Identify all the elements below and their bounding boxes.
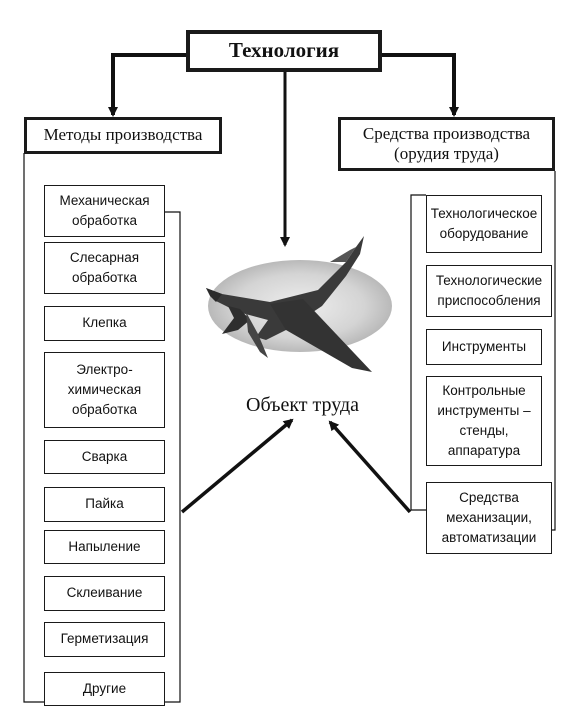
means-item-equipment: Технологическое оборудование (426, 195, 542, 253)
right-bracket-inner (410, 194, 426, 511)
technology-title-box: Технология (186, 30, 382, 72)
method-item-riveting: Клепка (44, 306, 165, 341)
fighter-jet-icon (206, 236, 372, 372)
method-item-welding: Сварка (44, 440, 165, 474)
method-item-mechanical: Механическая обработка (44, 185, 165, 237)
methods-header-box: Методы производства (24, 117, 222, 154)
method-item-other: Другие (44, 672, 165, 706)
arrow-title-to-methods (108, 53, 186, 117)
method-item-spraying: Напыление (44, 530, 165, 564)
method-item-electrochemical: Электро- химическая обработка (44, 352, 165, 428)
method-item-gluing: Склеивание (44, 576, 165, 611)
means-item-control-instruments: Контрольные инструменты – стенды, аппара… (426, 376, 542, 466)
method-item-sealing: Герметизация (44, 622, 165, 657)
left-bracket-outer (23, 153, 44, 703)
means-item-mechanization: Средства механизации, автоматизации (426, 482, 552, 554)
arrow-title-to-means (382, 53, 459, 117)
object-image (206, 236, 392, 372)
arrow-means-to-object (328, 420, 412, 514)
method-item-soldering: Пайка (44, 487, 165, 522)
object-of-labor-label: Объект труда (246, 394, 360, 416)
means-header-box: Средства производства (орудия труда) (338, 117, 555, 171)
method-item-fitting: Слесарная обработка (44, 242, 165, 294)
means-item-fixtures: Технологические приспособления (426, 265, 552, 317)
arrow-methods-to-object (180, 418, 294, 514)
means-item-tools: Инструменты (426, 329, 542, 365)
right-bracket-outer (542, 171, 556, 531)
left-bracket-inner (165, 211, 181, 703)
